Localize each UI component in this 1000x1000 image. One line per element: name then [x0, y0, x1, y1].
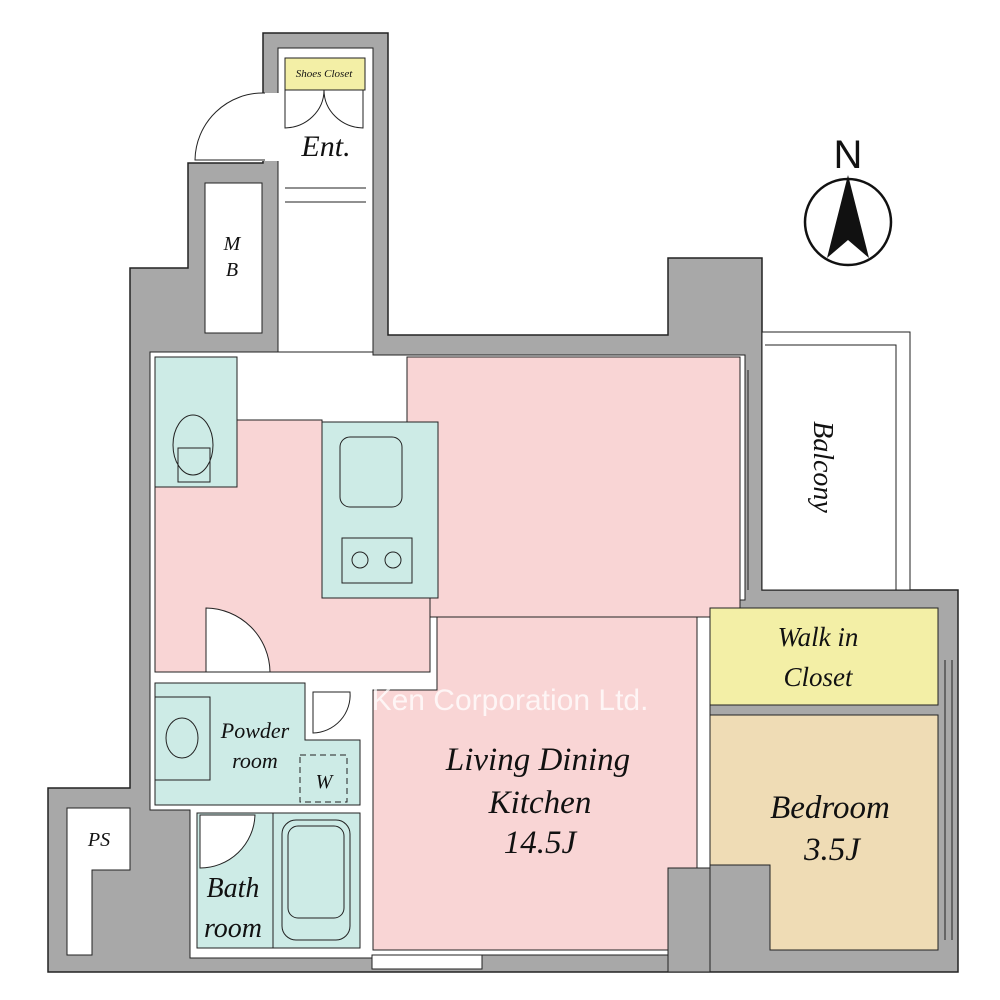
ldk-label-1: Living Dining [445, 742, 630, 778]
window [371, 954, 483, 970]
shoes-closet [284, 57, 366, 91]
walk-in-closet-label-2: Closet [783, 662, 854, 692]
toilet-room [154, 356, 238, 488]
entrance-door-swing [194, 92, 266, 161]
powder-door-swing [205, 607, 271, 673]
ldk-label-2: Kitchen [488, 785, 592, 821]
entrance-label: Ent. [300, 130, 350, 163]
bedroom-size: 3.5J [803, 832, 861, 868]
north-compass: N [803, 133, 893, 267]
bath-label-2: room [204, 913, 262, 944]
meter-box [204, 182, 263, 334]
powder-side-door [312, 691, 351, 734]
shoes-closet-label: Shoes Closet [296, 68, 353, 80]
pipe-space [66, 807, 131, 956]
washbasin-icon [165, 717, 199, 759]
ps-label: PS [87, 829, 110, 851]
kitchen-counter [321, 421, 439, 599]
stove-icon [341, 537, 413, 584]
powder-room [154, 682, 361, 806]
walk-in-closet [709, 607, 939, 706]
powder-label-2: room [232, 748, 278, 773]
closet-doors [284, 89, 364, 129]
walk-in-closet-label-1: Walk in [778, 622, 859, 652]
balcony [761, 331, 911, 591]
washer-label: W [316, 771, 335, 793]
ldk-size: 14.5J [504, 825, 578, 861]
compass-arrow-icon [827, 175, 869, 258]
wall-notch [667, 867, 711, 973]
mb-label-1: M [223, 233, 242, 255]
bedroom [709, 714, 939, 951]
bath-door-swing [199, 814, 256, 869]
sink-icon [339, 436, 403, 508]
bathtub-icon [281, 819, 351, 941]
bath-label-1: Bath [207, 873, 260, 904]
bedroom-label: Bedroom [770, 790, 890, 826]
entrance-area [277, 47, 374, 359]
compass-north-label: N [834, 133, 863, 177]
mb-label-2: B [226, 259, 238, 281]
washer-space [299, 754, 348, 803]
powder-label-1: Powder [220, 718, 290, 743]
balcony-label: Balcony [807, 421, 838, 513]
toilet-icon [172, 414, 214, 476]
watermark: Ken Corporation Ltd. [372, 684, 649, 717]
